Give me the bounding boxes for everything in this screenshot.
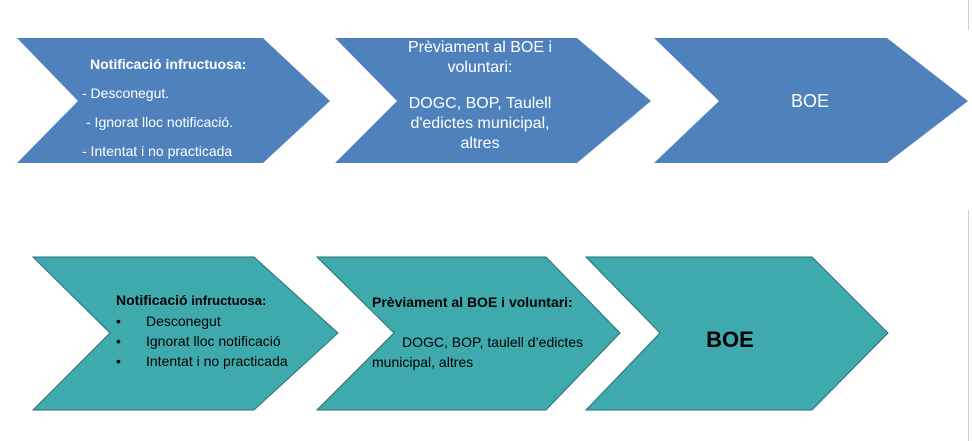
divider-line <box>968 210 969 441</box>
step-3-title: BOE <box>790 91 829 111</box>
chevron-top-1 <box>17 38 330 163</box>
step-1-line: - Desconegut. <box>82 85 170 101</box>
bottom-step-2-text: Prèviament al BOE i voluntari: DOGC, BOP… <box>372 292 612 372</box>
step-2-line: DOGC, BOP, Taulell d'edictes municipal, … <box>408 95 552 152</box>
list-item: Desconegut <box>116 311 316 331</box>
chevron-bottom-2 <box>315 256 621 411</box>
step-1-text: Notificació infructuosa: - Desconegut. -… <box>82 50 282 166</box>
step-2-text: Prèviament al BOE i voluntari: DOGC, BOP… <box>400 38 560 154</box>
chevron-top-2 <box>335 38 651 163</box>
bottom-step-3-title: BOE <box>706 327 754 352</box>
chevron-bottom-3 <box>584 256 889 411</box>
list-item: Intentat i no practicada <box>116 351 316 371</box>
divider-line <box>968 0 969 30</box>
step-1-title: Notificació infructuosa: <box>90 56 247 72</box>
step-1-line: - Ignorat lloc notificació. <box>86 114 234 130</box>
bottom-step-1-list: Desconegut Ignorat lloc notificació Inte… <box>116 311 316 371</box>
step-2-title: Prèviament al BOE i voluntari: <box>407 39 553 76</box>
bottom-step-1-title-bold: Notificació <box>116 292 188 308</box>
bottom-step-2-line: DOGC, BOP, taulell d’edictes municipal, … <box>372 334 584 370</box>
bottom-step-1-title-rest: infructuosa: <box>187 293 267 308</box>
bottom-step-1-text: Notificació infructuosa: Desconegut Igno… <box>116 290 316 371</box>
bottom-step-2-title: Prèviament al BOE i voluntari: <box>372 294 573 310</box>
step-1-line: - Intentat i no practicada <box>82 143 233 159</box>
list-item: Ignorat lloc notificació <box>116 331 316 351</box>
chevron-top-3 <box>654 38 968 163</box>
